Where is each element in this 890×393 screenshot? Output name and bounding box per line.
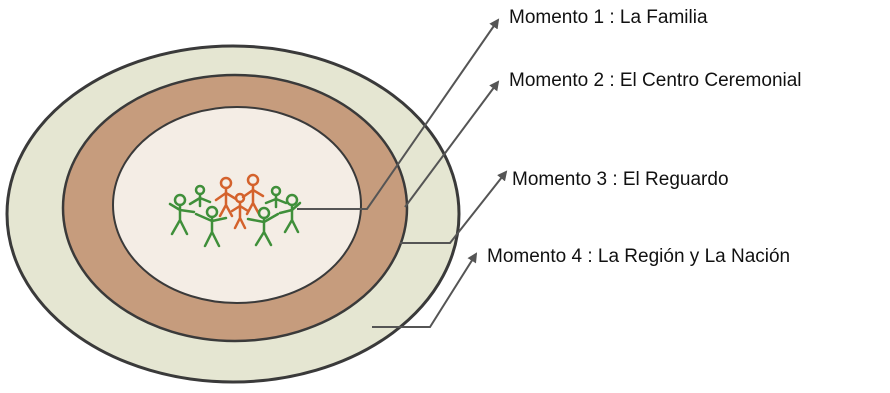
label-momento-1: Momento 1 : La Familia [509, 8, 708, 27]
inner-circle-family [113, 107, 361, 303]
label-momento-2: Momento 2 : El Centro Ceremonial [509, 71, 802, 90]
label-momento-3: Momento 3 : El Reguardo [512, 170, 729, 189]
label-momento-4: Momento 4 : La Región y La Nación [487, 247, 790, 266]
